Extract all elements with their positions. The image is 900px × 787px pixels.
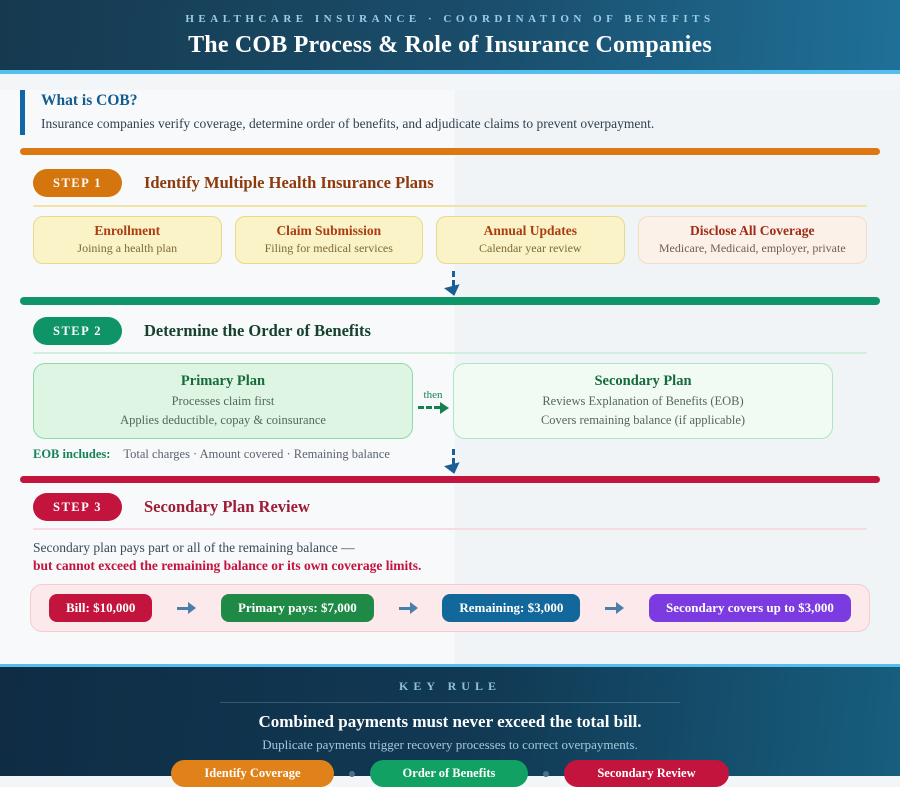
flow-arrow-icon — [177, 602, 197, 615]
step3-note-bold: but cannot exceed the remaining balance … — [33, 558, 422, 574]
pill-separator-dot — [543, 770, 550, 777]
step3-header-row: STEP 3 Secondary Plan Review — [33, 493, 900, 521]
footer: KEY RULE Combined payments must never ex… — [0, 664, 900, 787]
card-desc: Medicare, Medicaid, employer, private — [658, 241, 846, 255]
primary-plan-card: Primary Plan Processes claim first Appli… — [33, 363, 413, 439]
card-desc: Joining a health plan — [77, 241, 178, 255]
down-arrow-icon — [444, 449, 462, 476]
down-arrow-icon — [444, 271, 462, 298]
step1-badge: STEP 1 — [33, 169, 122, 197]
flow-chip-remaining: Remaining: $3,000 — [442, 594, 581, 623]
footer-pill-identify-coverage: Identify Coverage — [171, 760, 334, 787]
step2-divider — [20, 297, 880, 305]
card-title: Disclose All Coverage — [690, 223, 815, 238]
primary-plan-line: Applies deductible, copay & coinsurance — [120, 413, 326, 427]
step2-badge: STEP 2 — [33, 317, 122, 345]
eob-summary: EOB includes: Total charges · Amount cov… — [33, 446, 900, 462]
flow-chip-bill: Bill: $10,000 — [49, 594, 153, 623]
intro-section: What is COB? Insurance companies verify … — [20, 90, 880, 135]
step1-divider — [20, 148, 880, 155]
eob-items: Total charges · Amount covered · Remaini… — [123, 447, 390, 461]
step2-plans: Primary Plan Processes claim first Appli… — [33, 363, 900, 439]
step3-title: Secondary Plan Review — [143, 497, 310, 516]
step3-underline — [33, 528, 867, 530]
primary-plan-line: Processes claim first — [171, 394, 275, 408]
header: HEALTHCARE INSURANCE · COORDINATION OF B… — [0, 0, 900, 74]
flow-arrow-icon — [398, 602, 418, 615]
secondary-plan-line: Reviews Explanation of Benefits (EOB) — [542, 394, 744, 408]
eob-label: EOB includes: — [33, 447, 111, 461]
step3-badge: STEP 3 — [33, 493, 122, 521]
card-annual-updates: Annual Updates Calendar year review — [436, 216, 625, 264]
step2-title: Determine the Order of Benefits — [143, 321, 371, 340]
key-rule-divider — [220, 702, 680, 703]
card-desc: Calendar year review — [478, 241, 582, 255]
flow-chip-primary-pays: Primary pays: $7,000 — [220, 594, 374, 623]
pill-separator-dot — [348, 770, 355, 777]
footer-subtext: Duplicate payments trigger recovery proc… — [262, 737, 638, 752]
card-disclose-coverage: Disclose All Coverage Medicare, Medicaid… — [637, 216, 867, 264]
footer-pill-row: Identify Coverage Order of Benefits Seco… — [0, 760, 900, 787]
then-label: then — [423, 388, 443, 401]
main-content: What is COB? Insurance companies verify … — [0, 90, 900, 664]
header-eyebrow: HEALTHCARE INSURANCE · COORDINATION OF B… — [185, 13, 715, 25]
step3-note-plain: Secondary plan pays part or all of the r… — [33, 540, 355, 555]
step1-underline — [33, 205, 867, 207]
intro-title: What is COB? — [41, 92, 138, 109]
card-title: Claim Submission — [276, 223, 382, 238]
flow-chip-secondary-covers: Secondary covers up to $3,000 — [649, 594, 851, 623]
footer-pill-secondary-review: Secondary Review — [564, 760, 729, 787]
secondary-plan-title: Secondary Plan — [594, 373, 692, 389]
then-arrow-icon — [413, 401, 453, 414]
card-title: Annual Updates — [483, 223, 577, 238]
flow-arrow-icon — [605, 602, 625, 615]
card-claim-submission: Claim Submission Filing for medical serv… — [234, 216, 424, 264]
footer-pill-order-of-benefits: Order of Benefits — [369, 760, 529, 787]
step3-divider — [20, 476, 880, 483]
step3-note: Secondary plan pays part or all of the r… — [33, 539, 900, 575]
step1-header-row: STEP 1 Identify Multiple Health Insuranc… — [33, 169, 900, 197]
secondary-plan-line: Covers remaining balance (if applicable) — [540, 413, 746, 427]
card-enrollment: Enrollment Joining a health plan — [33, 216, 222, 264]
step1-title: Identify Multiple Health Insurance Plans — [143, 173, 434, 192]
then-connector: then — [413, 389, 453, 414]
key-rule-label: KEY RULE — [399, 679, 501, 693]
secondary-plan-card: Secondary Plan Reviews Explanation of Be… — [453, 363, 833, 439]
step2-header-row: STEP 2 Determine the Order of Benefits — [33, 317, 900, 345]
primary-plan-title: Primary Plan — [180, 373, 266, 389]
step1-cards: Enrollment Joining a health plan Claim S… — [33, 216, 867, 264]
step2-underline — [33, 352, 867, 354]
intro-body: Insurance companies verify coverage, det… — [41, 116, 655, 131]
footer-headline: Combined payments must never exceed the … — [258, 712, 642, 731]
card-desc: Filing for medical services — [264, 241, 393, 255]
page-title: The COB Process & Role of Insurance Comp… — [188, 32, 712, 58]
payment-flow-container: Bill: $10,000 Primary pays: $7,000 Remai… — [30, 584, 870, 633]
card-title: Enrollment — [94, 223, 161, 238]
